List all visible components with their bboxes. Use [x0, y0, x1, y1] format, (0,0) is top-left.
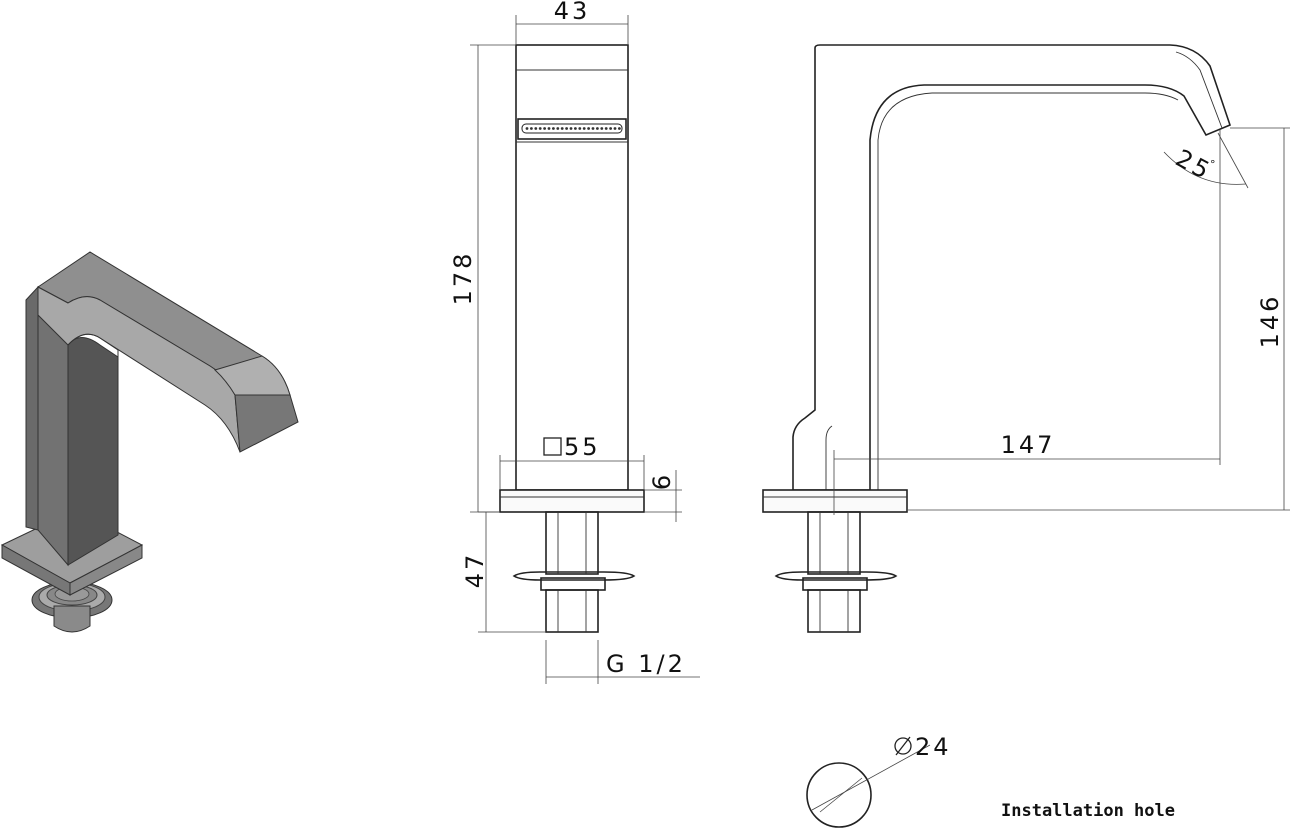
slot-dot	[604, 127, 608, 130]
dim-base-55: 55	[564, 433, 601, 461]
slot-dot	[596, 127, 599, 130]
dim-height-146: 146	[1256, 294, 1284, 349]
slot-dot	[547, 127, 551, 130]
slot-dot	[530, 127, 533, 130]
slot-dot	[534, 127, 538, 130]
slot-dot	[538, 127, 542, 130]
installation-hole-label: Installation hole	[1001, 801, 1175, 821]
installation-hole: 24 Installation hole	[806, 733, 1175, 828]
slot-dot	[552, 127, 555, 130]
slot-dot	[587, 127, 590, 130]
dim-reach-147: 147	[1001, 431, 1056, 459]
front-view: 43 178 55 6 47 G 1/2	[449, 0, 700, 684]
dim-width-43: 43	[554, 0, 591, 25]
dim-hole-24: 24	[915, 733, 952, 761]
slot-dot	[613, 127, 617, 130]
slot-dot	[574, 127, 577, 130]
side-view: 147 146 25 °	[762, 44, 1290, 633]
slot-dot	[600, 127, 604, 130]
dim-height-178: 178	[449, 251, 477, 306]
dim-base-6: 6	[648, 472, 676, 490]
slot-dot	[525, 127, 529, 130]
square-icon	[543, 437, 562, 456]
dim-shank-47: 47	[461, 552, 489, 589]
slot-dot	[582, 127, 586, 130]
slot-dot	[543, 127, 546, 130]
dim-thread: G 1/2	[606, 650, 686, 678]
slot-dot	[609, 127, 612, 130]
degree-symbol: °	[1210, 158, 1216, 171]
slot-dot	[569, 127, 573, 130]
slot-dot	[560, 127, 564, 130]
handle-slot-dots	[525, 127, 621, 130]
diameter-icon	[894, 736, 912, 756]
slot-dot	[578, 127, 582, 130]
faucet-3d-render	[0, 251, 299, 633]
slot-dot	[591, 127, 595, 130]
slot-dot	[618, 127, 621, 130]
slot-dot	[556, 127, 560, 130]
slot-dot	[565, 127, 568, 130]
